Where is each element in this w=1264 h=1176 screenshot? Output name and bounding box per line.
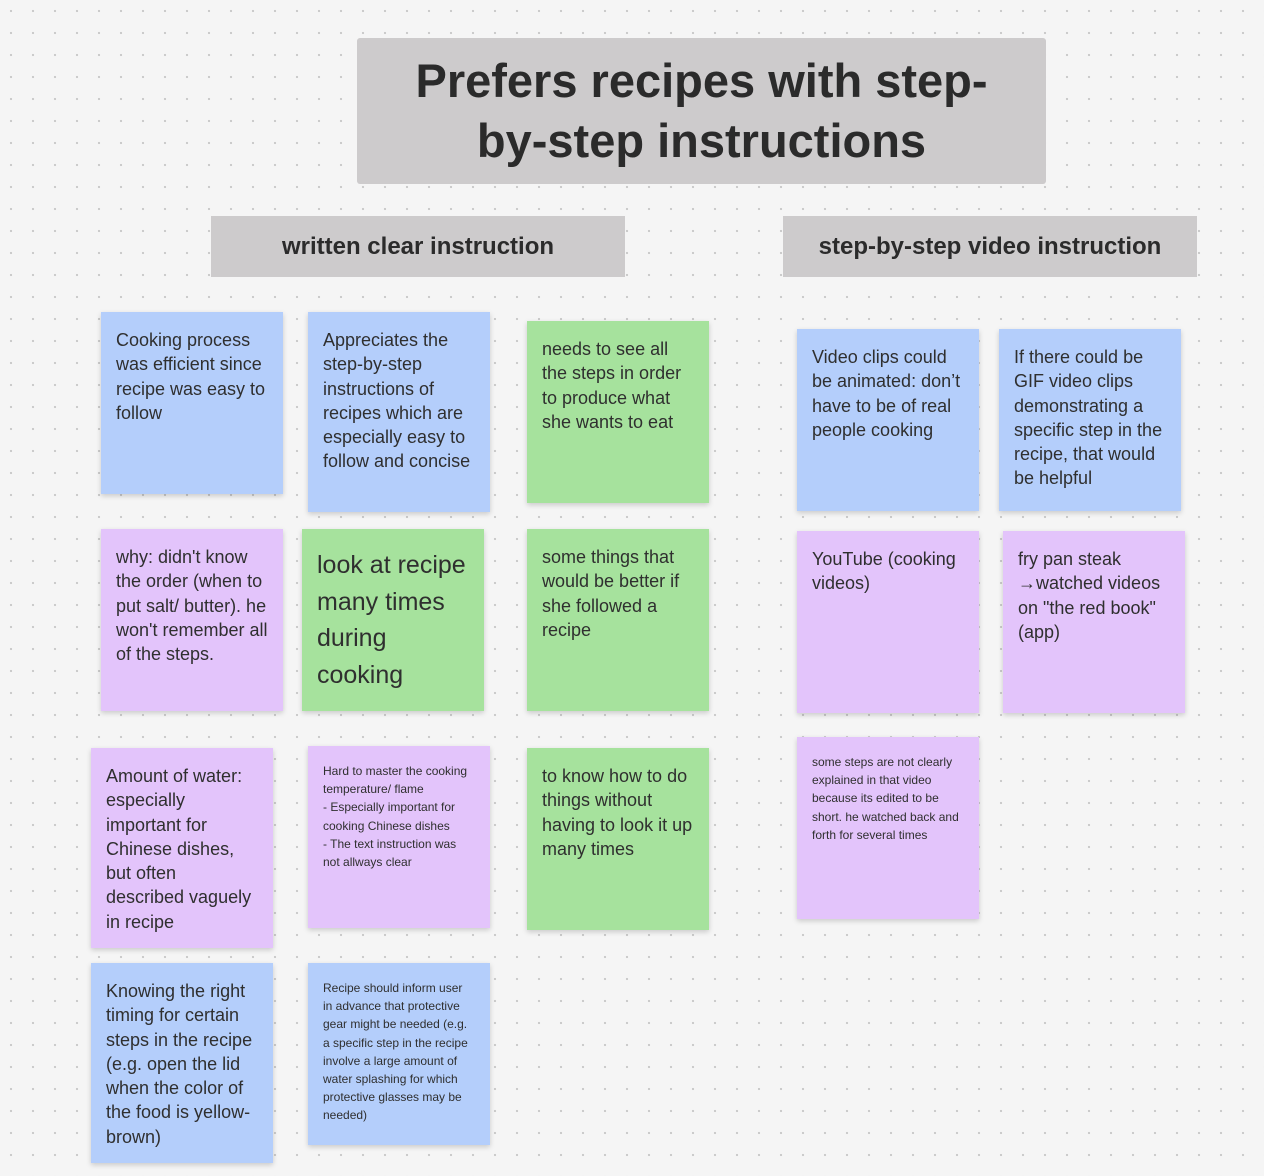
- sticky-note-look-many-times[interactable]: look at recipe many times during cooking: [302, 529, 484, 711]
- sticky-note-why-order[interactable]: why: didn't know the order (when to put …: [101, 529, 283, 711]
- sticky-note-steps-not-clear[interactable]: some steps are not clearly explained in …: [797, 737, 979, 919]
- sticky-note-appreciates-steps[interactable]: Appreciates the step-by-step instruction…: [308, 312, 490, 512]
- sticky-note-animated-clips[interactable]: Video clips could be animated: don’t hav…: [797, 329, 979, 511]
- section-header-written: written clear instruction: [211, 216, 625, 277]
- board-title: Prefers recipes with step-by-step instru…: [357, 38, 1046, 184]
- sticky-note-cooking-efficient[interactable]: Cooking process was efficient since reci…: [101, 312, 283, 494]
- sticky-note-protective-gear[interactable]: Recipe should inform user in advance tha…: [308, 963, 490, 1145]
- sticky-note-fry-pan[interactable]: fry pan steak →watched videos on "the re…: [1003, 531, 1185, 713]
- sticky-note-hard-master[interactable]: Hard to master the cooking temperature/ …: [308, 746, 490, 928]
- sticky-note-gif-clips[interactable]: If there could be GIF video clips demons…: [999, 329, 1181, 511]
- sticky-note-amount-water[interactable]: Amount of water: especially important fo…: [91, 748, 273, 948]
- sticky-note-see-all-steps[interactable]: needs to see all the steps in order to p…: [527, 321, 709, 503]
- sticky-note-youtube[interactable]: YouTube (cooking videos): [797, 531, 979, 713]
- sticky-note-better-if-followed[interactable]: some things that would be better if she …: [527, 529, 709, 711]
- sticky-note-know-without-looking[interactable]: to know how to do things without having …: [527, 748, 709, 930]
- section-header-video: step-by-step video instruction: [783, 216, 1197, 277]
- sticky-note-right-timing[interactable]: Knowing the right timing for certain ste…: [91, 963, 273, 1163]
